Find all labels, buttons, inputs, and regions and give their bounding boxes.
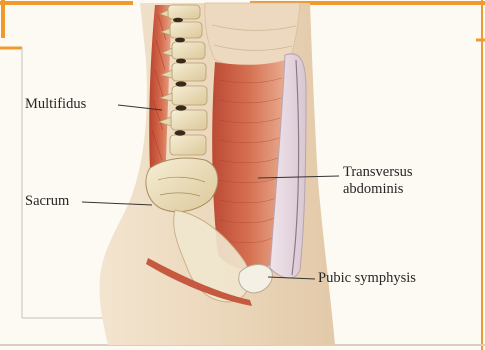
label-pubic-symphysis: Pubic symphysis — [318, 270, 416, 287]
label-transversus-abdominis: Transversus abdominis — [343, 164, 413, 198]
label-transversus-line2: abdominis — [343, 181, 413, 198]
label-multifidus: Multifidus — [25, 96, 86, 113]
label-sacrum: Sacrum — [25, 193, 69, 210]
label-transversus-line1: Transversus — [343, 164, 413, 181]
